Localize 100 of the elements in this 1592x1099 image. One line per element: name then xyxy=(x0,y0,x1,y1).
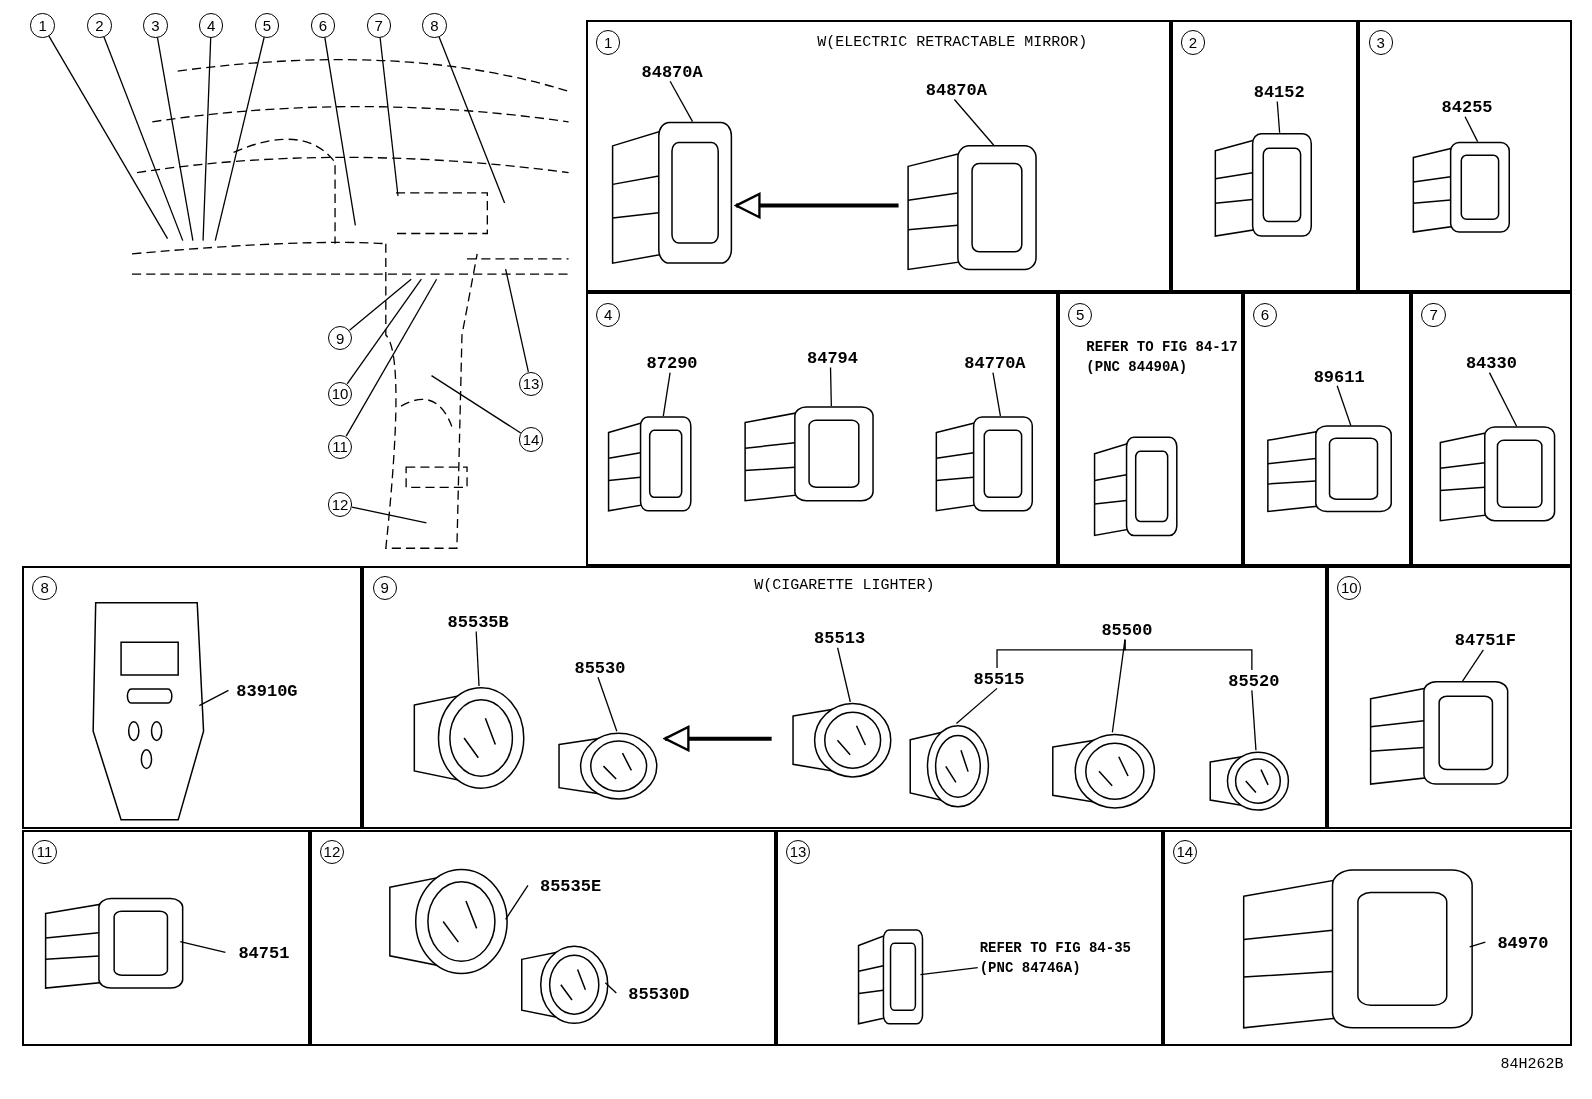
part-number: 85530 xyxy=(567,658,633,680)
part-number: 84330 xyxy=(1458,354,1524,375)
leader-line xyxy=(662,371,671,417)
part-number: 84794 xyxy=(800,349,865,370)
part-number: 85520 xyxy=(1218,672,1290,693)
leader-line xyxy=(837,647,851,703)
panel xyxy=(1358,20,1572,293)
callout-number: 12 xyxy=(327,492,353,517)
panel xyxy=(1327,565,1572,830)
leader-line xyxy=(48,35,169,240)
leader-line xyxy=(214,36,265,242)
panel xyxy=(1162,829,1572,1046)
panel xyxy=(22,565,363,830)
part-number: 84152 xyxy=(1248,83,1310,104)
part-number: 89611 xyxy=(1306,367,1372,388)
leader-line xyxy=(346,278,422,385)
leader-line xyxy=(1251,689,1257,751)
callout-number: 4 xyxy=(199,13,224,38)
leader-line xyxy=(1488,371,1518,427)
panel xyxy=(1057,292,1243,566)
callout-number: 12 xyxy=(319,839,345,864)
leader-line xyxy=(504,268,529,373)
panel xyxy=(585,20,1171,293)
reference-note: REFER TO FIG 84-17 (PNC 84490A) xyxy=(1086,337,1239,400)
panel xyxy=(775,829,1163,1046)
leader-line xyxy=(379,36,399,197)
leader-line xyxy=(955,687,998,725)
part-number: 85513 xyxy=(807,629,873,650)
leader-line xyxy=(179,941,227,953)
callout-number: 14 xyxy=(1172,839,1197,864)
callout-number: 3 xyxy=(143,13,168,38)
leader-line xyxy=(597,676,618,732)
callout-number: 10 xyxy=(327,381,353,407)
callout-number: 7 xyxy=(1421,302,1446,327)
callout-number: 11 xyxy=(32,839,57,864)
part-number: 83910G xyxy=(230,682,304,703)
leader-line xyxy=(1464,116,1479,143)
leader-line xyxy=(1461,649,1484,682)
leader-line xyxy=(953,98,995,146)
part-number: 84870A xyxy=(920,81,992,102)
leader-line xyxy=(829,366,832,407)
leader-line xyxy=(1276,100,1281,134)
part-number: 84870A xyxy=(636,62,708,84)
callout-number: 6 xyxy=(1252,302,1278,327)
callout-number: 5 xyxy=(1068,302,1093,327)
arrow xyxy=(734,192,899,219)
leader-line xyxy=(324,36,356,227)
part-number: 84751 xyxy=(227,944,301,965)
part-number: 84770A xyxy=(958,354,1032,375)
callout-number: 3 xyxy=(1368,30,1393,55)
part-number: 84255 xyxy=(1436,98,1498,119)
leader-line xyxy=(1336,385,1352,427)
part-number: 84970 xyxy=(1487,934,1559,955)
part-number: 85535B xyxy=(441,613,515,634)
leader-line xyxy=(992,371,1002,417)
leader-line xyxy=(430,375,522,434)
leader-line xyxy=(504,884,529,920)
leader-line xyxy=(1469,941,1487,948)
leader-line xyxy=(156,36,194,242)
leader-line xyxy=(198,689,230,707)
panel xyxy=(309,829,776,1046)
leader-line xyxy=(604,982,617,994)
panel xyxy=(22,829,310,1046)
leader-line xyxy=(103,36,184,242)
callout-number: 13 xyxy=(518,371,544,396)
part-number: 85535E xyxy=(529,877,612,898)
callout-number: 4 xyxy=(595,302,621,327)
callout-number: 2 xyxy=(1180,30,1206,55)
callout-number: 9 xyxy=(372,575,397,600)
arrow xyxy=(663,725,772,752)
panel xyxy=(1242,292,1412,566)
part-number: 84751F xyxy=(1448,631,1522,652)
leader-line xyxy=(475,630,480,687)
leader-line xyxy=(202,36,212,242)
callout-number: 1 xyxy=(30,13,55,38)
callout-number: 14 xyxy=(518,427,544,452)
panel xyxy=(362,565,1327,830)
callout-number: 11 xyxy=(327,434,353,459)
part-number: 85500 xyxy=(1091,621,1163,642)
callout-number: 7 xyxy=(366,13,391,38)
leader-line xyxy=(669,80,694,123)
panel xyxy=(1170,20,1359,293)
leader-line xyxy=(438,36,506,204)
leader-line xyxy=(345,278,438,437)
callout-number: 10 xyxy=(1337,575,1362,600)
part-number: 87290 xyxy=(639,354,705,375)
callout-number: 2 xyxy=(87,13,112,38)
callout-number: 5 xyxy=(254,13,280,38)
leader-line xyxy=(919,966,979,976)
leader-line xyxy=(351,506,428,524)
leader-line xyxy=(1124,639,1253,671)
callout-number: 13 xyxy=(785,839,811,864)
callout-number: 8 xyxy=(422,13,447,38)
leader-line xyxy=(348,278,412,331)
part-number: 85515 xyxy=(963,670,1035,691)
callout-number: 9 xyxy=(327,325,353,351)
panel xyxy=(1411,292,1572,566)
callout-number: 8 xyxy=(32,575,57,600)
part-number: 85530D xyxy=(618,984,700,1006)
reference-note: REFER TO FIG 84-35 (PNC 84746A) xyxy=(979,938,1132,1002)
